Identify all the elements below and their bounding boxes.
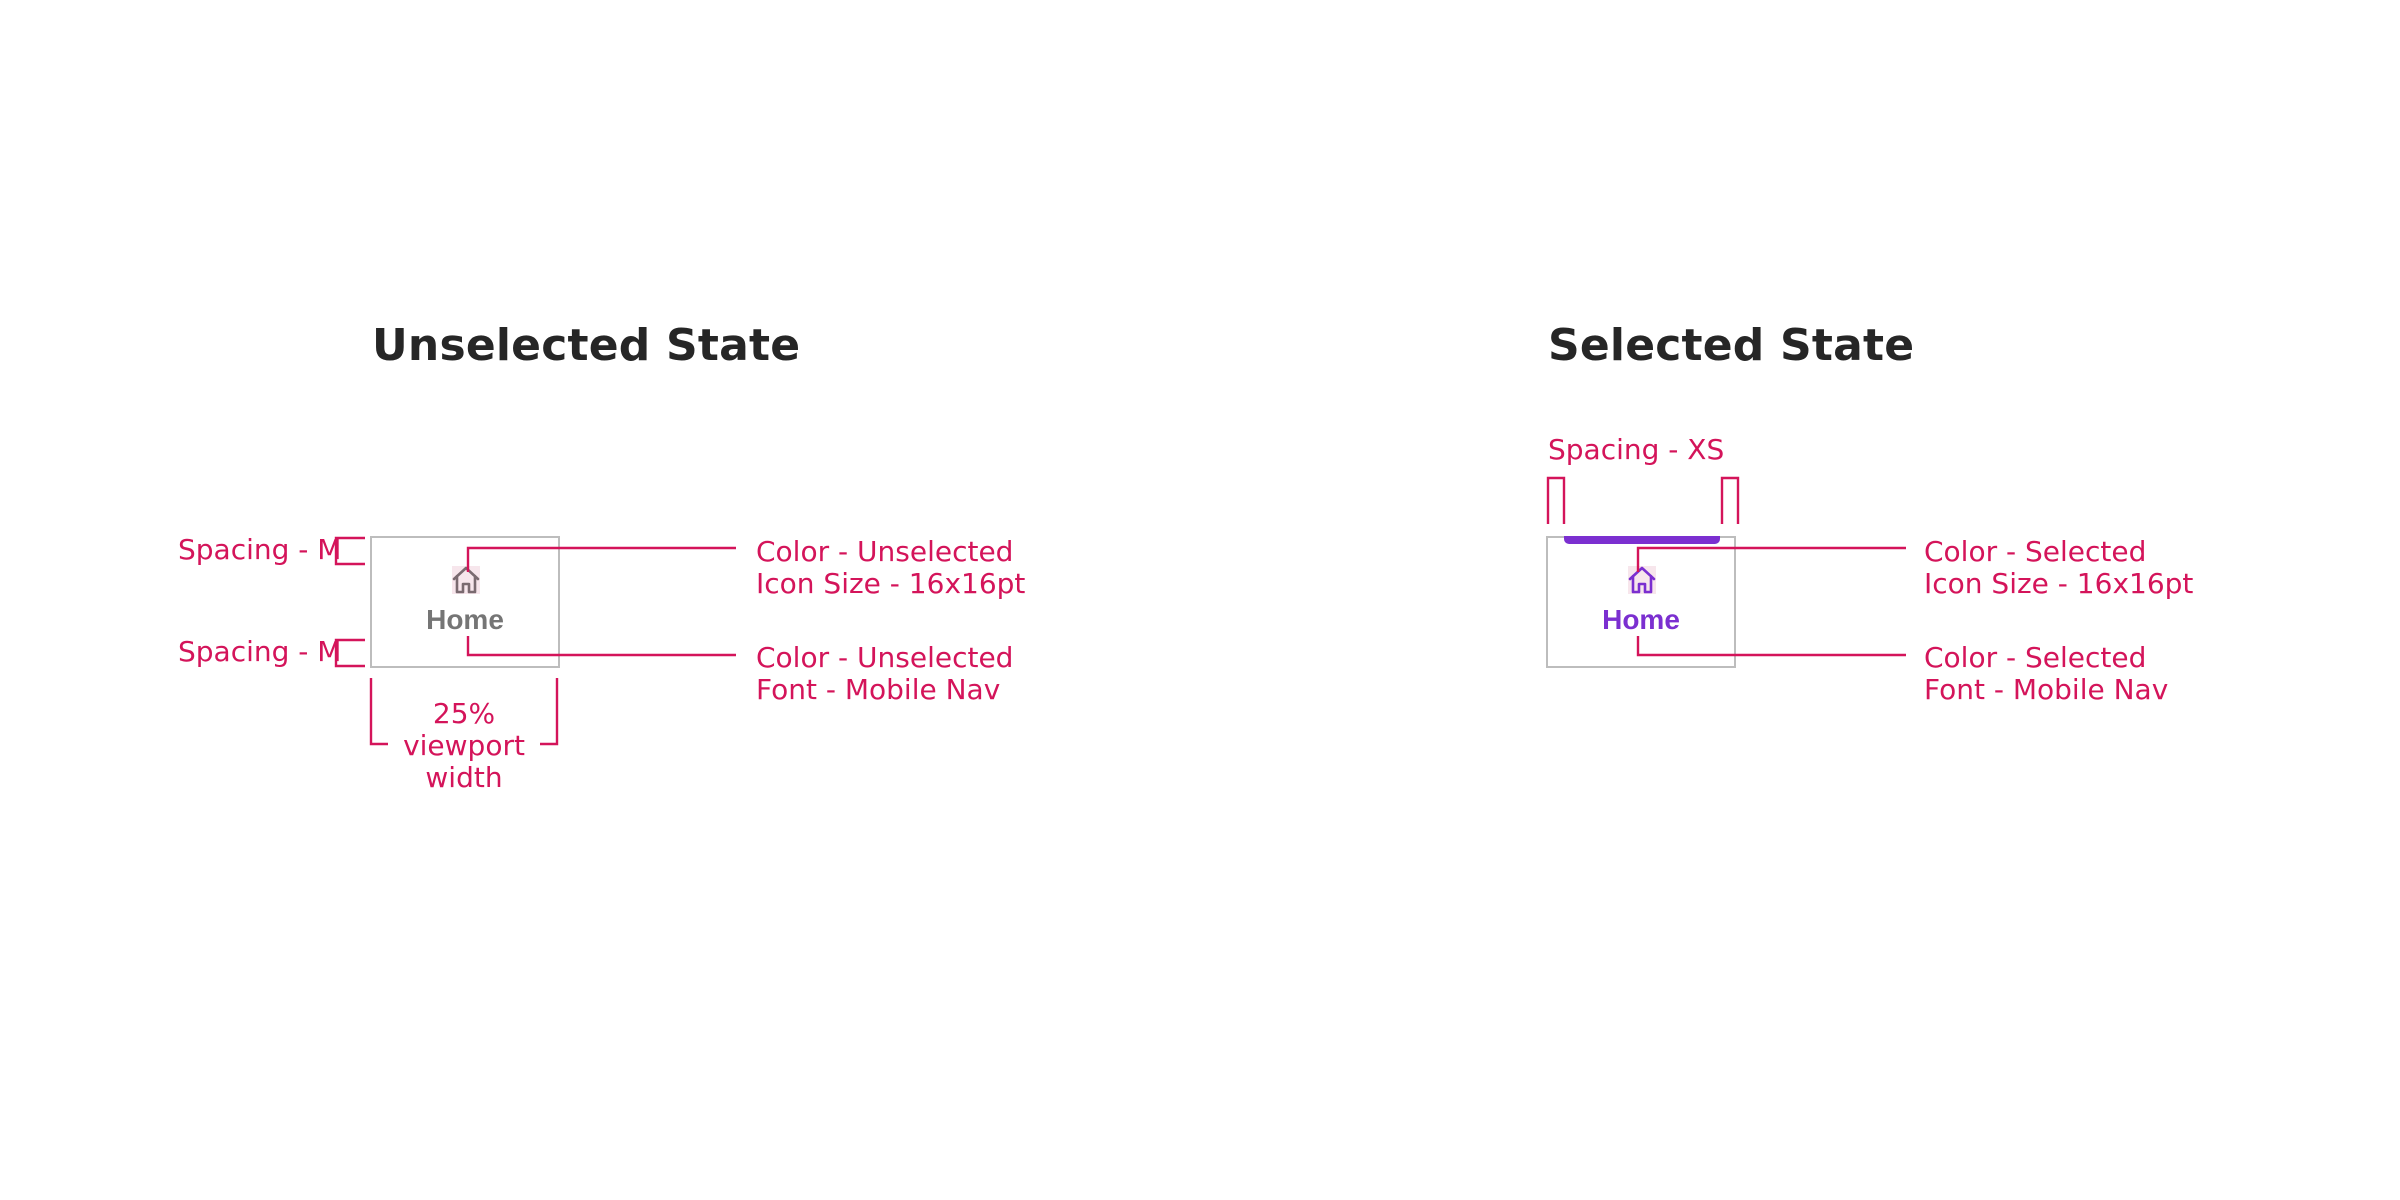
- width-percent: 25%: [432, 697, 496, 730]
- icon-annotation: Color - Unselected Icon Size - 16x16pt: [756, 536, 1025, 600]
- home-icon: [1624, 562, 1660, 598]
- icon-annotation: Color - Selected Icon Size - 16x16pt: [1924, 536, 2193, 600]
- font-name-note: Font - Mobile Nav: [1924, 673, 2169, 706]
- spacing-xs-right-bracket: [1720, 476, 1740, 524]
- selected-state-title: Selected State: [1548, 320, 1915, 371]
- spacing-top-annotation: Spacing - M: [178, 533, 342, 566]
- width-word: width: [425, 761, 503, 794]
- font-annotation: Color - Unselected Font - Mobile Nav: [756, 642, 1013, 706]
- icon-color-note: Color - Unselected: [756, 535, 1014, 568]
- icon-size-note: Icon Size - 16x16pt: [756, 567, 1026, 600]
- font-leader-line: [1636, 636, 1906, 657]
- spacing-xs-annotation: Spacing - XS: [1548, 433, 1725, 466]
- spacing-top-bracket: [334, 536, 365, 566]
- unselected-state-title: Unselected State: [372, 320, 801, 371]
- unselected-nav-tab[interactable]: Home: [370, 536, 560, 668]
- font-name-note: Font - Mobile Nav: [756, 673, 1001, 706]
- width-annotation: 25% viewport width: [384, 698, 544, 794]
- spacing-bottom-bracket: [334, 638, 365, 668]
- icon-leader-line: [1636, 546, 1906, 572]
- spacing-bottom-annotation: Spacing - M: [178, 635, 342, 668]
- selection-indicator: [1564, 536, 1720, 544]
- selected-nav-tab[interactable]: Home: [1546, 536, 1736, 668]
- font-leader-line: [466, 636, 736, 657]
- width-right-bracket: [540, 678, 559, 746]
- font-color-note: Color - Selected: [1924, 641, 2147, 674]
- tab-label: Home: [1602, 604, 1680, 635]
- width-left-bracket: [369, 678, 388, 746]
- spacing-xs-left-bracket: [1546, 476, 1566, 524]
- icon-size-note: Icon Size - 16x16pt: [1924, 567, 2194, 600]
- icon-color-note: Color - Selected: [1924, 535, 2147, 568]
- home-icon: [448, 562, 484, 598]
- width-unit: viewport: [403, 729, 525, 762]
- tab-label: Home: [426, 604, 504, 635]
- font-annotation: Color - Selected Font - Mobile Nav: [1924, 642, 2168, 706]
- icon-leader-line: [466, 546, 736, 572]
- font-color-note: Color - Unselected: [756, 641, 1014, 674]
